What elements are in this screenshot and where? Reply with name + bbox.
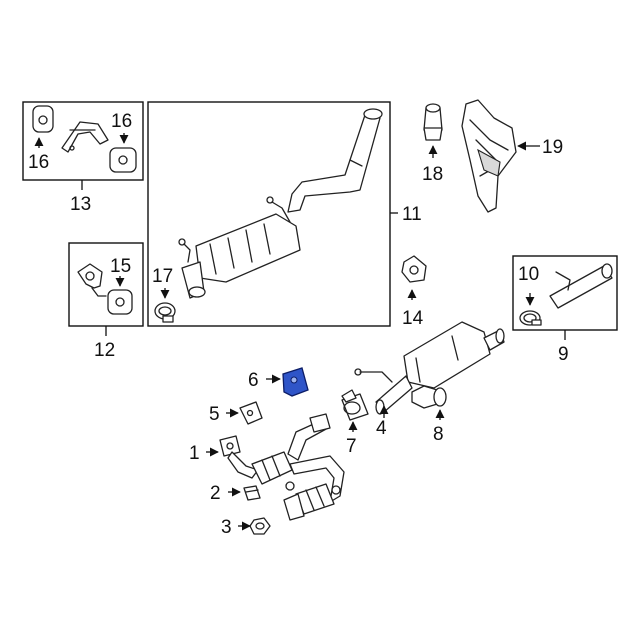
callout-16b: 16 [111,111,132,132]
tail-extension-pipe[interactable] [549,263,613,309]
callout-17: 17 [152,266,173,287]
callout-13: 13 [70,194,91,215]
clamp-17[interactable] [154,302,176,323]
callout-8: 8 [433,424,444,445]
callout-11: 11 [402,204,422,225]
callout-10: 10 [518,264,539,285]
clamp-10[interactable] [519,310,542,326]
catalytic-converter-assembly-1[interactable] [219,413,345,521]
isolator-16-left[interactable] [32,105,54,133]
hanger-rod[interactable] [77,263,107,297]
group-9-box: 10 [512,255,618,331]
bolt-8[interactable] [411,385,447,409]
callout-9: 9 [558,344,569,365]
isolator-16-right[interactable] [109,147,137,173]
hanger-bracket[interactable] [61,121,109,153]
nut-3[interactable] [249,517,271,535]
callout-7: 7 [346,436,357,457]
tail-pipe-assembly[interactable] [178,108,383,299]
heat-shield-19[interactable] [461,99,517,213]
callout-3: 3 [221,517,232,538]
callout-16a: 16 [28,152,49,173]
callout-6: 6 [248,370,259,391]
gasket-6-highlighted[interactable] [282,367,309,397]
pipe-18[interactable] [423,103,443,141]
isolator-15[interactable] [107,289,133,315]
callout-5: 5 [209,404,220,425]
callout-4: 4 [376,418,387,439]
group-13-box: 16 16 [22,101,144,181]
callout-12: 12 [94,340,115,361]
group-12-box: 15 [68,242,144,327]
group-11-box: 17 [147,101,391,327]
hanger-14[interactable] [401,255,427,283]
callout-14: 14 [402,308,424,329]
callout-19: 19 [542,137,563,158]
resonator-muffler-4[interactable] [354,321,505,415]
callout-2: 2 [210,483,221,504]
bracket-5[interactable] [239,401,263,425]
stud-2[interactable] [243,485,261,501]
callout-1: 1 [189,443,200,464]
clamp-7[interactable] [341,389,369,421]
callout-18: 18 [422,164,443,185]
callout-15: 15 [110,256,131,277]
